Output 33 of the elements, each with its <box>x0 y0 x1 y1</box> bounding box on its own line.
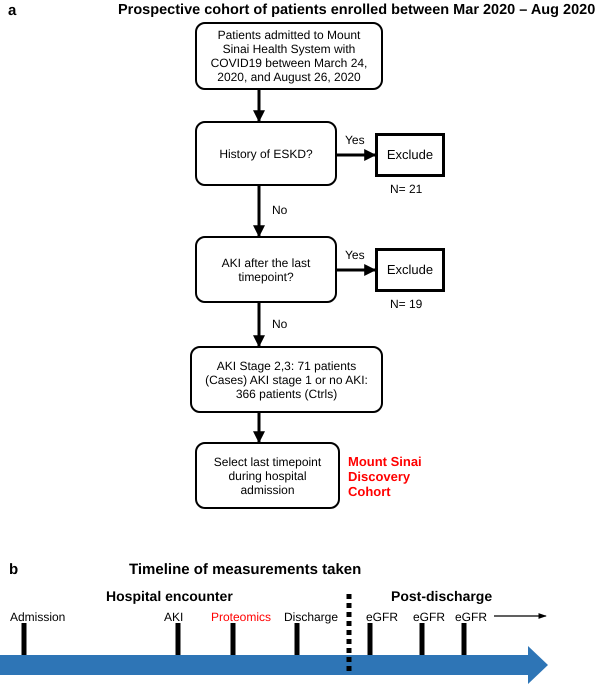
arrow <box>337 149 376 161</box>
arrow <box>253 413 265 444</box>
event-label: eGFR <box>366 610 398 624</box>
event-label: Proteomics <box>211 610 272 624</box>
decision-box: AKI after the last timepoint? <box>195 236 337 303</box>
arrow <box>337 264 376 276</box>
panel-title: Timeline of measurements taken <box>129 561 362 578</box>
exclusion-box: Exclude <box>375 133 445 177</box>
arrow <box>253 186 265 238</box>
event-label: eGFR <box>455 610 488 624</box>
count-label: N= 21 <box>390 182 422 196</box>
count-label: N= 19 <box>390 297 422 311</box>
event-label: Admission <box>10 610 66 624</box>
process-box: Patients admitted to Mount Sinai Health System with COVID19 between March 24, 2020, and August 26, 2020 <box>195 22 383 90</box>
edge-label: No <box>272 203 288 217</box>
arrow <box>253 90 265 122</box>
panel-title: Prospective cohort of patients enrolled between Mar 2020 – Aug 2020 <box>118 2 596 18</box>
panel-letter: b <box>9 561 18 578</box>
event-label: Discharge <box>284 610 338 624</box>
process-box: AKI Stage 2,3: 71 patients (Cases) AKI stage 1 or no AKI: 366 patients (Ctrls) <box>190 346 383 413</box>
arrow <box>253 303 265 348</box>
panel-letter: a <box>8 2 16 19</box>
edge-label: No <box>272 316 288 330</box>
decision-box: History of ESKD? <box>195 121 337 186</box>
process-box: Select last timepoint during hospital admission <box>195 442 340 509</box>
edge-label: Yes <box>345 248 365 262</box>
phase-label: Hospital encounter <box>106 588 233 604</box>
exclusion-box: Exclude <box>375 248 445 292</box>
edge-label: Yes <box>345 133 365 147</box>
phase-label: Post-discharge <box>391 588 492 604</box>
cohort-label: Mount Sinai Discovery Cohort <box>348 454 423 499</box>
event-label: eGFR <box>413 610 446 624</box>
event-label: AKI <box>164 610 184 624</box>
